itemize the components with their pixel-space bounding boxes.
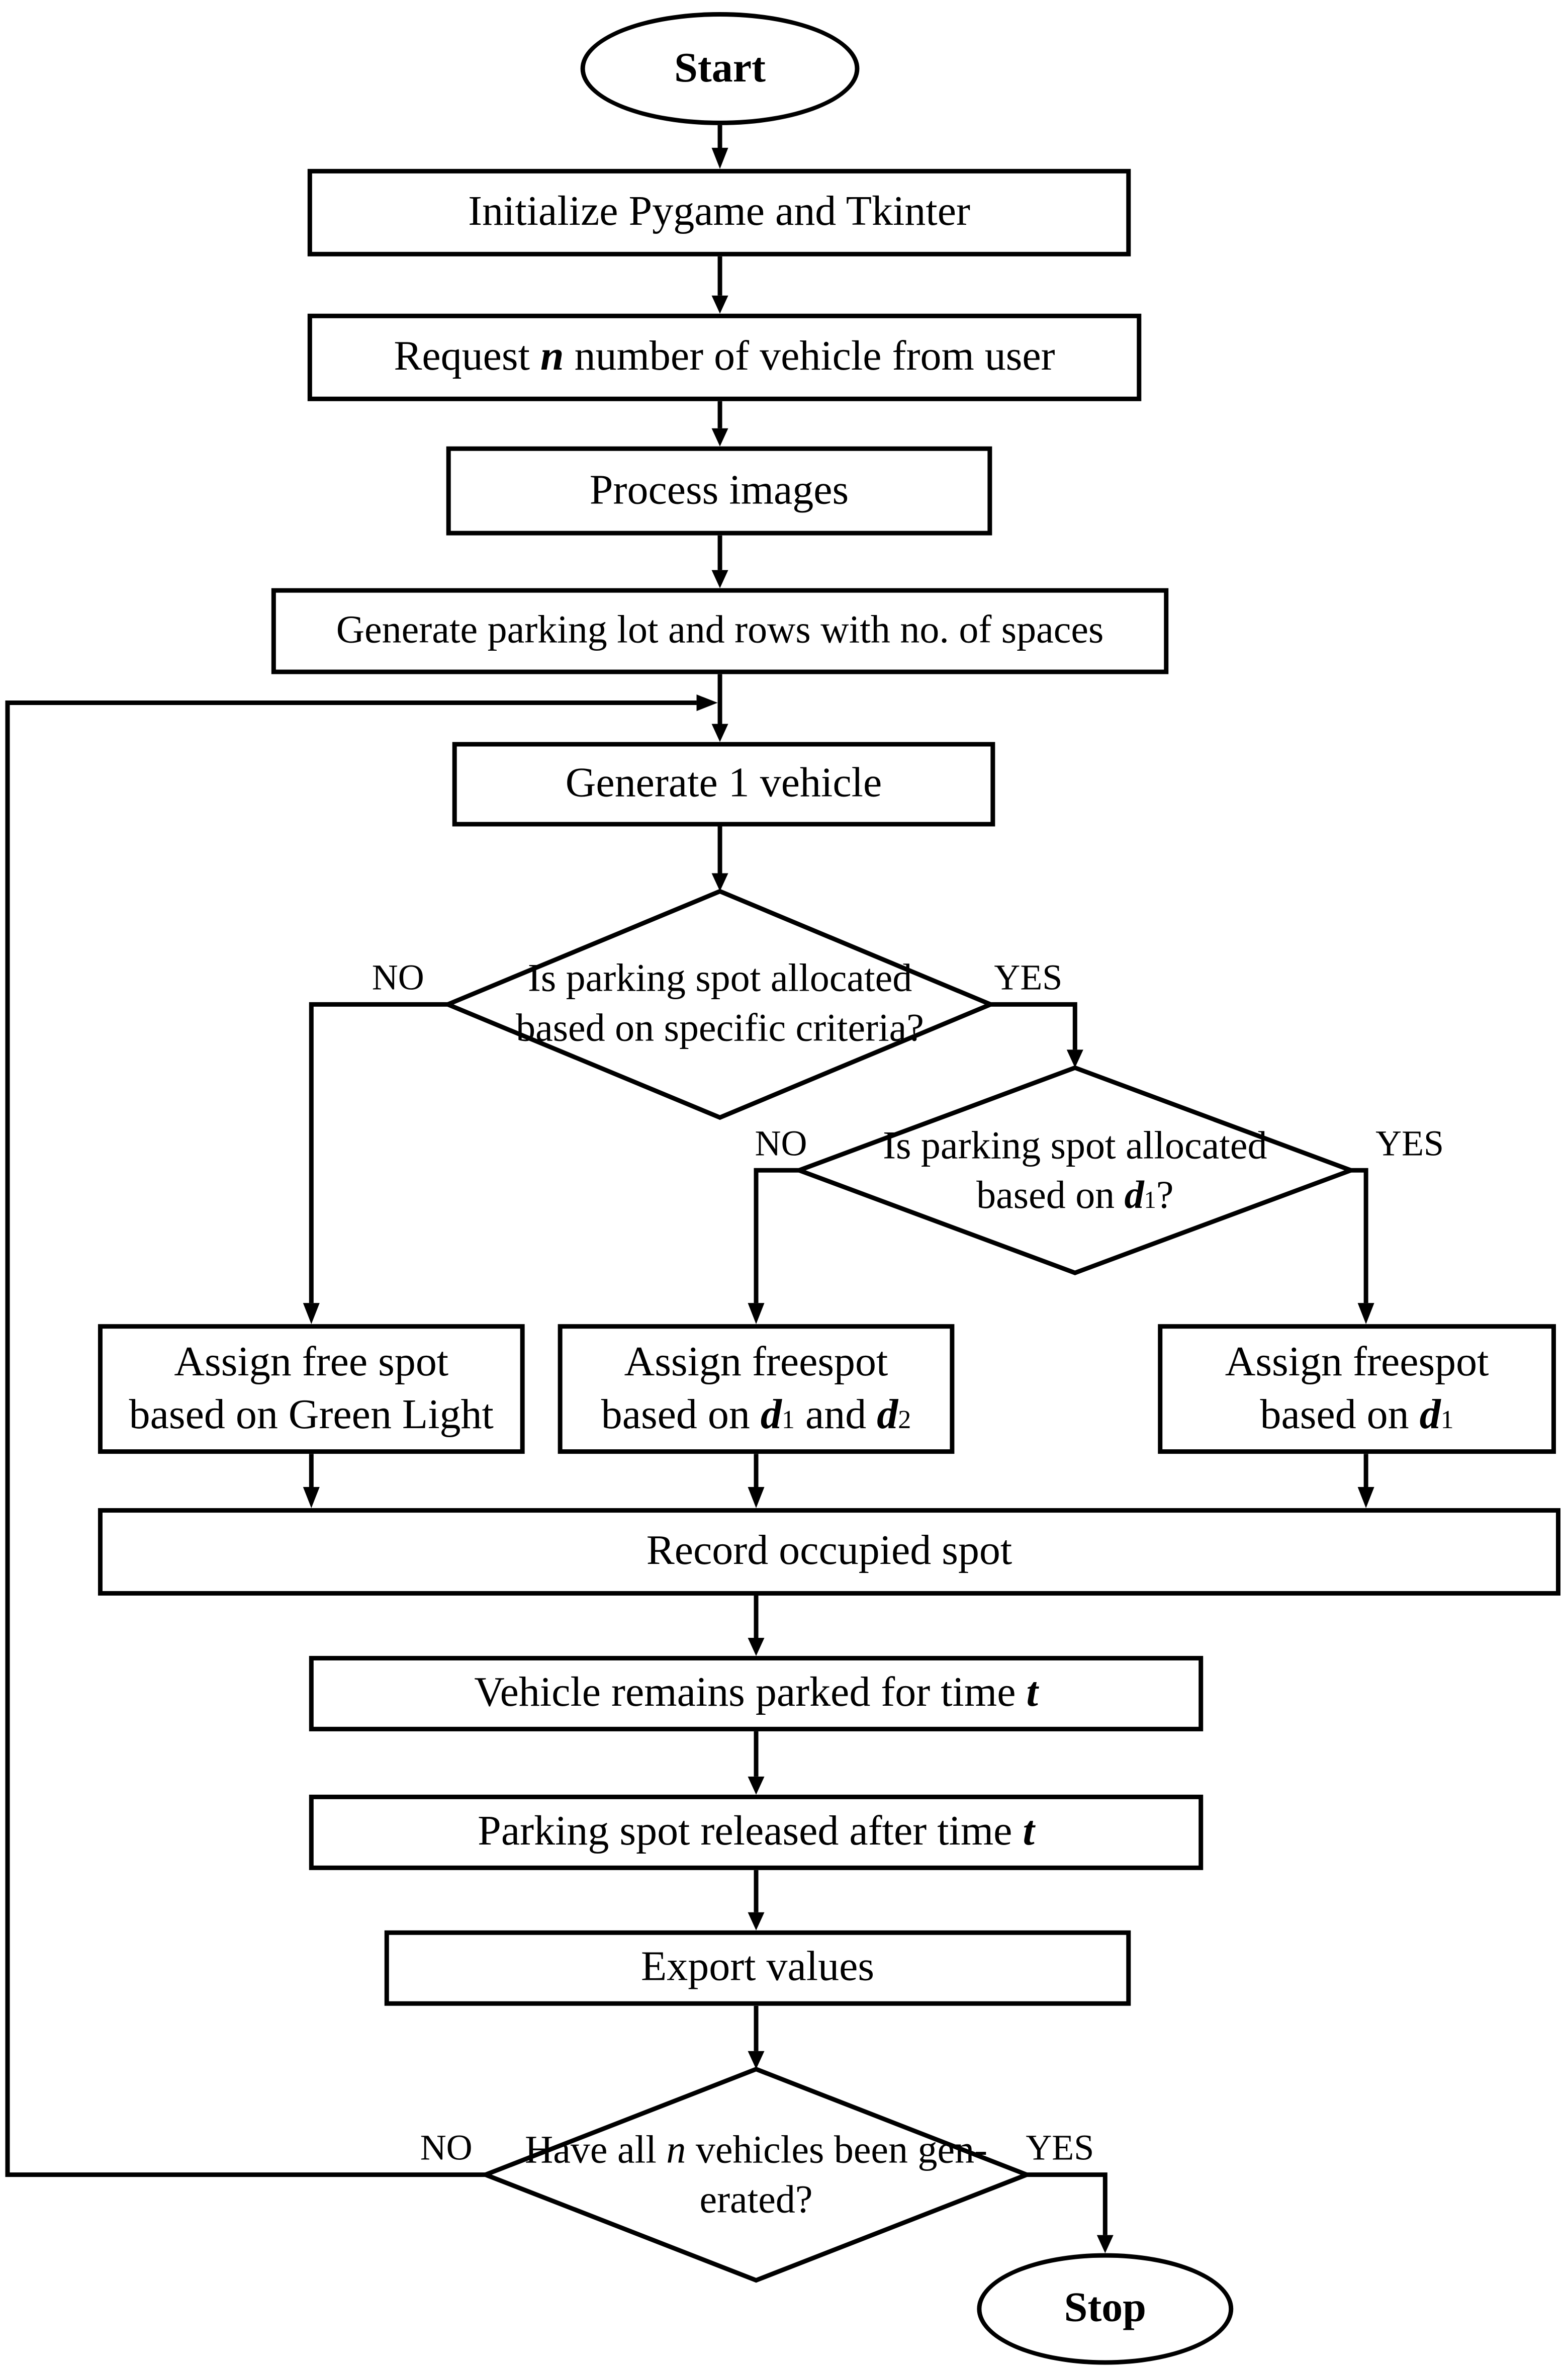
- arrowhead-down-icon: [748, 1487, 765, 1509]
- decision-d1-line1: Is parking spot allocated: [883, 1123, 1267, 1168]
- process-request-n-label: Request n number of vehicle from user: [394, 333, 1055, 381]
- arrowhead-down-icon: [748, 1303, 765, 1325]
- edge-assign-d1-d2-to-record: [748, 1454, 765, 1509]
- edge-parked-to-released: [748, 1731, 765, 1795]
- edge-decision-criteria-no-to-assign-green: [303, 1002, 448, 1325]
- edge-init-to-request: [711, 256, 728, 314]
- edge-start-to-init: [711, 125, 728, 169]
- process-initialize-label: Initialize Pygame and Tkinter: [468, 189, 970, 236]
- stop-label: Stop: [1064, 2285, 1146, 2332]
- process-request-n: Request n number of vehicle from user: [307, 313, 1142, 401]
- decision-all-generated-line2: erated?: [699, 2178, 813, 2222]
- decision-criteria-shape: [441, 889, 997, 1120]
- process-images-label: Process images: [589, 467, 849, 514]
- process-assign-green-light: Assign free spot based on Green Light: [98, 1324, 525, 1454]
- edge-assign-green-to-record: [303, 1454, 320, 1509]
- process-record-spot: Record occupied spot: [98, 1508, 1561, 1596]
- edge-record-to-parked: [748, 1595, 765, 1656]
- assign-d1-line1: Assign freespot: [1225, 1339, 1489, 1386]
- process-initialize: Initialize Pygame and Tkinter: [307, 168, 1131, 256]
- edge-label-criteria-yes: YES: [994, 959, 1063, 999]
- decision-d1-shape: [792, 1065, 1358, 1275]
- process-vehicle-parked-label: Vehicle remains parked for time t: [474, 1670, 1038, 1717]
- edge-label-d1-no: NO: [755, 1125, 807, 1165]
- assign-green-line2: based on Green Light: [129, 1392, 494, 1439]
- edge-assign-d1-to-record: [1357, 1454, 1374, 1509]
- assign-d1-d2-line2: based on d1 and d2: [601, 1392, 911, 1439]
- edge-generate-lot-to-generate-vehicle: [711, 674, 728, 742]
- start-label: Start: [674, 45, 766, 92]
- edge-released-to-export: [748, 1870, 765, 1931]
- edge-decision-criteria-yes-to-decision-d1: [990, 1002, 1083, 1068]
- process-spot-released: Parking spot released after time t: [309, 1794, 1204, 1870]
- arrowhead-down-icon: [711, 724, 728, 742]
- edge-request-to-process: [711, 401, 728, 447]
- process-generate-lot-label: Generate parking lot and rows with no. o…: [336, 607, 1104, 652]
- stop-terminator: Stop: [977, 2253, 1234, 2365]
- arrowhead-down-icon: [711, 295, 728, 314]
- edge-generate-vehicle-to-decision-criteria: [711, 826, 728, 892]
- decision-criteria-line1: Is parking spot allocated: [527, 956, 912, 1000]
- process-assign-d1: Assign freespot based on d1: [1158, 1324, 1556, 1454]
- process-generate-vehicle: Generate 1 vehicle: [452, 742, 995, 827]
- arrowhead-down-icon: [711, 428, 728, 447]
- arrowhead-down-icon: [1357, 1487, 1374, 1509]
- arrowhead-down-icon: [1096, 2235, 1114, 2253]
- arrowhead-right-icon: [696, 694, 718, 712]
- arrowhead-down-icon: [748, 1637, 765, 1656]
- assign-d1-d2-line1: Assign freespot: [624, 1339, 888, 1386]
- decision-criteria-line2: based on specific criteria?: [516, 1006, 924, 1050]
- process-vehicle-parked: Vehicle remains parked for time t: [309, 1655, 1204, 1731]
- arrowhead-down-icon: [748, 2051, 765, 2069]
- arrowhead-down-icon: [748, 1776, 765, 1795]
- process-export-values-label: Export values: [640, 1944, 875, 1991]
- process-spot-released-label: Parking spot released after time t: [478, 1808, 1035, 1856]
- arrowhead-down-icon: [711, 147, 728, 169]
- assign-d1-line2: based on d1: [1260, 1392, 1454, 1439]
- decision-all-generated-line1: Have all n vehicles been gen-: [524, 2128, 988, 2172]
- process-export-values: Export values: [384, 1930, 1131, 2006]
- arrowhead-down-icon: [303, 1303, 320, 1325]
- process-generate-vehicle-label: Generate 1 vehicle: [565, 760, 882, 808]
- arrowhead-down-icon: [748, 1912, 765, 1931]
- arrowhead-down-icon: [711, 570, 728, 588]
- edge-decision-all-yes-to-stop: [1027, 2172, 1114, 2253]
- edge-label-d1-yes: YES: [1375, 1125, 1444, 1165]
- arrowhead-down-icon: [1357, 1303, 1374, 1325]
- decision-all-generated-shape: [479, 2066, 1033, 2283]
- process-generate-lot: Generate parking lot and rows with no. o…: [271, 588, 1169, 674]
- edge-decision-d1-no-to-assign-d1-d2: [748, 1168, 799, 1325]
- process-images: Process images: [446, 446, 992, 536]
- process-assign-d1-d2: Assign freespot based on d1 and d2: [558, 1324, 955, 1454]
- edge-decision-d1-yes-to-assign-d1: [1351, 1168, 1374, 1325]
- decision-criteria-text: Is parking spot allocated based on speci…: [448, 953, 992, 1054]
- decision-all-generated-text: Have all n vehicles been gen- erated?: [469, 2125, 1044, 2226]
- start-terminator: Start: [580, 12, 860, 125]
- decision-d1-text: Is parking spot allocated based on d1?: [796, 1120, 1354, 1221]
- assign-green-line1: Assign free spot: [174, 1339, 449, 1386]
- arrowhead-down-icon: [1066, 1049, 1083, 1068]
- process-record-spot-label: Record occupied spot: [646, 1528, 1012, 1575]
- edge-label-all-yes: YES: [1026, 2129, 1094, 2169]
- arrowhead-down-icon: [711, 873, 728, 892]
- edge-export-to-decision-all: [748, 2005, 765, 2069]
- decision-d1-line2: based on d1?: [976, 1174, 1174, 1218]
- edge-label-all-no: NO: [420, 2129, 473, 2169]
- edge-loopback-no-to-generate-vehicle: [5, 694, 718, 2177]
- edge-process-to-generate-lot: [711, 535, 728, 588]
- edge-label-criteria-no: NO: [372, 959, 424, 999]
- arrowhead-down-icon: [303, 1487, 320, 1509]
